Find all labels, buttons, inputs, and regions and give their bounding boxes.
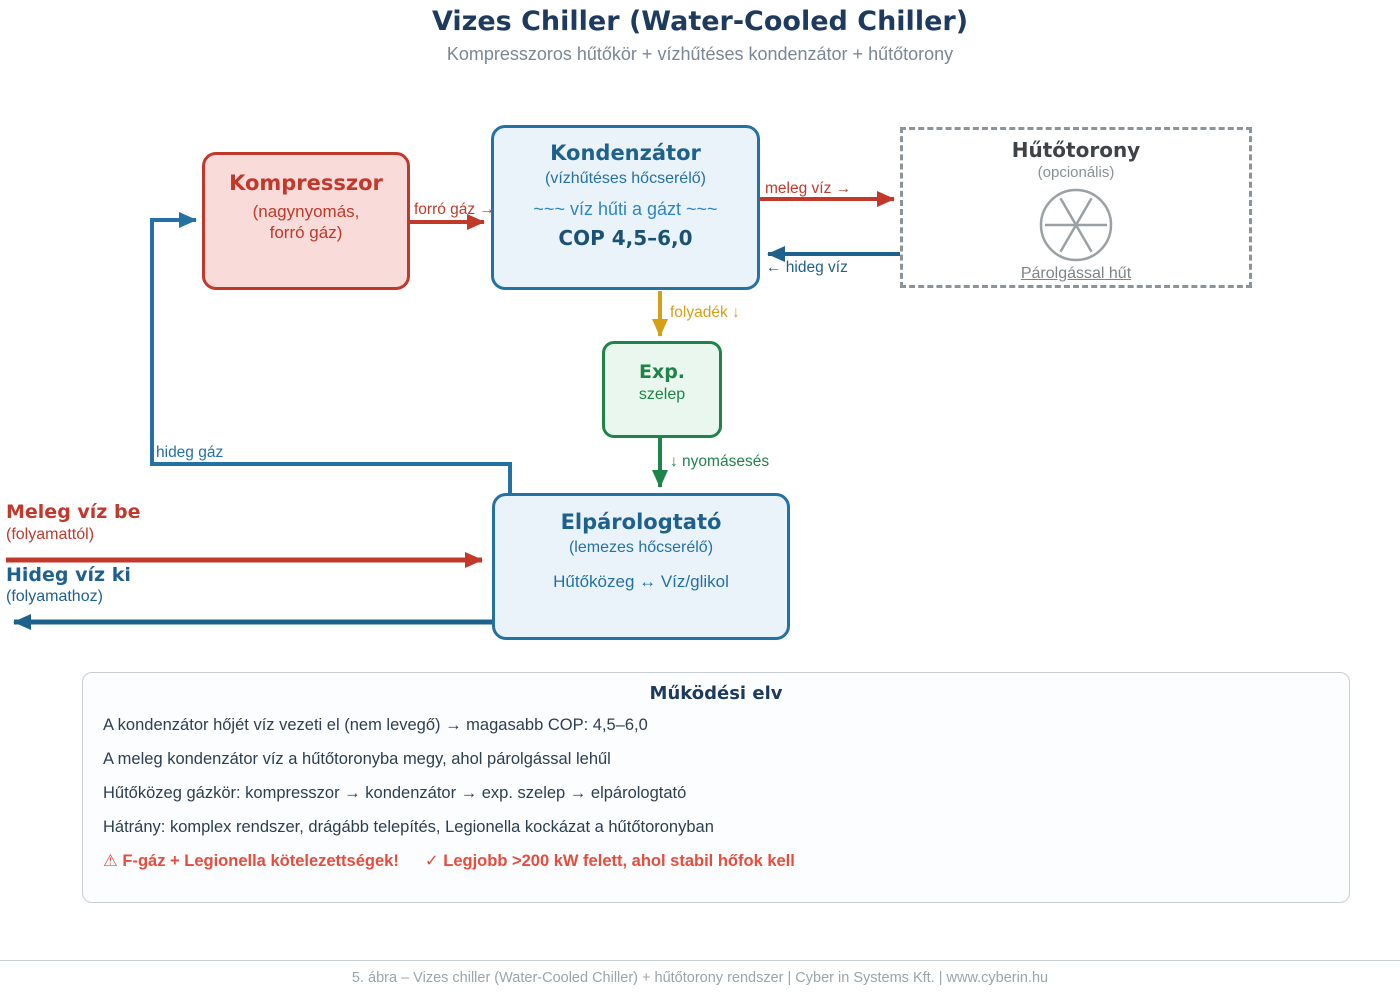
kompresszor-line1: (nagynyomás, [252,202,360,221]
meleg-viz-be-title: Meleg víz be [6,501,141,523]
page-title: Vizes Chiller (Water-Cooled Chiller) [431,6,969,37]
kompresszor-title: Kompresszor [229,171,383,195]
exp-title: Exp. [638,361,686,383]
principle-panel: Működési elv A kondenzátor hőjét víz vez… [82,672,1350,903]
hideg-viz-ki-sub: (folyamathoz) [6,588,103,605]
footer-divider [0,960,1400,961]
arrow-hideg-gaz-loop [150,212,512,493]
kondenzator-cop: COP 4,5–6,0 [558,226,693,250]
page-subtitle: Kompresszoros hűtőkör + vízhűtéses konde… [446,44,954,64]
hideg-gaz-label: hideg gáz [156,444,224,461]
check-text: ✓ Legjobb >200 kW felett, ahol stabil hő… [424,852,795,870]
principle-line-3: Hűtőközeg gázkör: kompresszor → kondenzá… [103,784,687,802]
kondenzator-subtitle: (vízhűtéses hőcserélő) [545,170,706,187]
exp-subtitle: szelep [638,386,686,403]
footer-caption: 5. ábra – Vizes chiller (Water-Cooled Ch… [351,970,1049,986]
elparologtato-subtitle: (lemezes hőcserélő) [568,539,714,556]
exp-szelep-box: Exp. szelep [602,341,722,438]
principle-line-2: A meleg kondenzátor víz a hűtőtoronyba m… [103,750,611,768]
principle-line-4: Hátrány: komplex rendszer, drágább telep… [103,818,714,836]
meleg-viz-be-sub: (folyamattól) [6,526,95,543]
hutotorony-caption: Párolgással hűt [1020,265,1132,282]
kondenzator-wave-note: ~~~ víz hűti a gázt ~~~ [533,199,718,219]
hutotorony-subtitle: (opcionális) [1037,164,1115,181]
warning-text: ⚠ F-gáz + Legionella kötelezettségek! [103,852,399,870]
principle-warning-line: ⚠ F-gáz + Legionella kötelezettségek! ✓ L… [103,844,1329,878]
forro-gaz-label: forró gáz → [414,201,495,218]
folyadek-label: folyadék ↓ [670,304,740,321]
kompresszor-line2: forró gáz) [269,223,343,242]
elparologtato-title: Elpárologtató [560,510,722,534]
hutotorony-box: Hűtőtorony (opcionális) Párolgással hűt [900,127,1252,288]
meleg-viz-label: meleg víz → [765,180,852,197]
hideg-viz-ki-title: Hideg víz ki [6,564,131,586]
elparologtato-medium: Hűtőközeg ↔ Víz/glikol [553,572,729,591]
elparologtato-box: Elpárologtató (lemezes hőcserélő) Hűtőkö… [492,493,790,640]
kondenzator-title: Kondenzátor [550,141,701,165]
fan-icon [1038,187,1114,268]
hutotorony-title: Hűtőtorony [1011,138,1141,162]
nyomaseses-label: ↓ nyomásesés [670,453,770,470]
kondenzator-box: Kondenzátor (vízhűtéses hőcserélő) ~~~ v… [491,125,760,290]
principle-line-1: A kondenzátor hőjét víz vezeti el (nem l… [103,716,648,734]
hideg-viz-label: ← hideg víz [766,259,848,276]
principle-title: Működési elv [649,683,783,704]
kompresszor-box: Kompresszor (nagynyomás, forró gáz) [202,152,410,290]
